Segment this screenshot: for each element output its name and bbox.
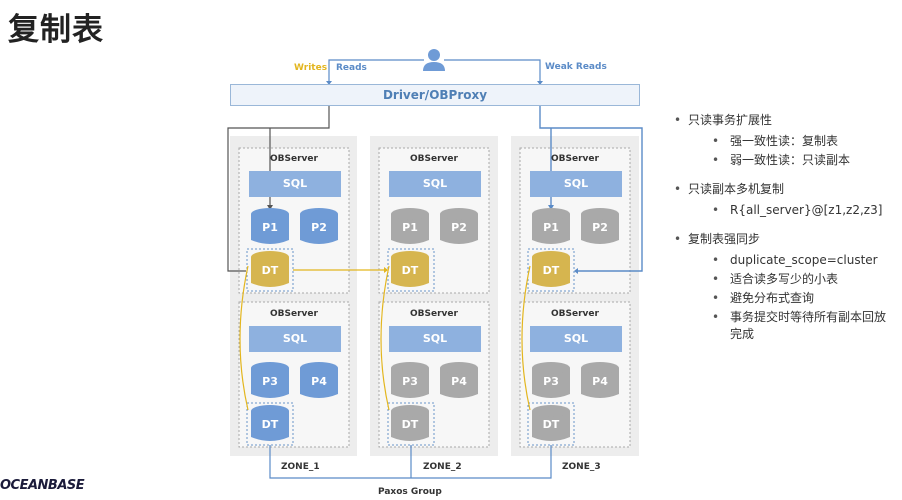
paxos-bracket: [269, 445, 552, 479]
dt-label: DT: [261, 418, 279, 431]
dt-label: DT: [261, 264, 279, 277]
dt-replication-curve: [521, 265, 531, 411]
bullet-item: 只读副本多机复制: [672, 181, 897, 198]
sql-bar: SQL: [530, 326, 622, 352]
zone-label: ZONE_3: [562, 462, 601, 472]
partition-label: P1: [543, 221, 559, 234]
partition-label: P2: [592, 221, 608, 234]
partition-label: P4: [592, 375, 608, 388]
proxy-bar: Driver/OBProxy: [230, 84, 640, 106]
sql-bar: SQL: [249, 326, 341, 352]
dt-label: DT: [401, 418, 419, 431]
page-title: 复制表: [8, 12, 104, 48]
sub-bullet-item: 事务提交时等待所有副本回放完成: [672, 309, 897, 343]
zone-label: ZONE_2: [423, 462, 462, 472]
arrow-head: [548, 205, 554, 210]
sql-bar: SQL: [530, 171, 622, 197]
feature-bullets: 只读事务扩展性 强一致性读：复制表 弱一致性读：只读副本 只读副本多机复制 R{…: [672, 112, 897, 345]
arrow-head: [326, 81, 332, 85]
partition-label: P2: [451, 221, 467, 234]
arrow-head: [574, 268, 578, 274]
sub-bullet-item: 弱一致性读：只读副本: [672, 152, 897, 169]
oceanbase-logo: OCEANBASE: [0, 478, 85, 493]
arrow-head: [267, 205, 273, 210]
sql-bar: SQL: [389, 171, 481, 197]
arrow-head: [384, 267, 388, 273]
server-title: OBServer: [410, 309, 458, 319]
sql-bar: SQL: [249, 171, 341, 197]
paxos-group-label: Paxos Group: [378, 487, 442, 497]
dt-label: DT: [542, 264, 560, 277]
dt-label: DT: [401, 264, 419, 277]
sub-bullet-item: duplicate_scope=cluster: [672, 252, 897, 269]
bullet-item: 只读事务扩展性: [672, 112, 897, 129]
bullet-item: 复制表强同步: [672, 231, 897, 248]
user-icon: [423, 49, 445, 71]
server-title: OBServer: [270, 309, 318, 319]
partition-label: P1: [402, 221, 418, 234]
dt-label: DT: [542, 418, 560, 431]
partition-label: P4: [311, 375, 327, 388]
partition-label: P3: [262, 375, 278, 388]
arrow-head: [537, 81, 543, 85]
dt-replication-curve: [239, 265, 249, 411]
server-title: OBServer: [410, 154, 458, 164]
zone-label: ZONE_1: [281, 462, 320, 472]
partition-label: P3: [402, 375, 418, 388]
partition-label: P4: [451, 375, 467, 388]
server-title: OBServer: [270, 154, 318, 164]
user-to-proxy-lines: [328, 59, 541, 82]
sub-bullet-item: R{all_server}@[z1,z2,z3]: [672, 202, 897, 219]
weak-reads-label: Weak Reads: [545, 62, 607, 72]
sub-bullet-item: 避免分布式查询: [672, 290, 897, 307]
partition-label: P3: [543, 375, 559, 388]
reads-label: Reads: [336, 63, 367, 73]
sub-bullet-item: 适合读多写少的小表: [672, 271, 897, 288]
sub-bullet-item: 强一致性读：复制表: [672, 133, 897, 150]
partition-label: P1: [262, 221, 278, 234]
writes-label: Writes: [294, 63, 328, 73]
server-title: OBServer: [551, 154, 599, 164]
dt-replication-curve: [380, 265, 390, 411]
sql-bar: SQL: [389, 326, 481, 352]
partition-label: P2: [311, 221, 327, 234]
server-title: OBServer: [551, 309, 599, 319]
